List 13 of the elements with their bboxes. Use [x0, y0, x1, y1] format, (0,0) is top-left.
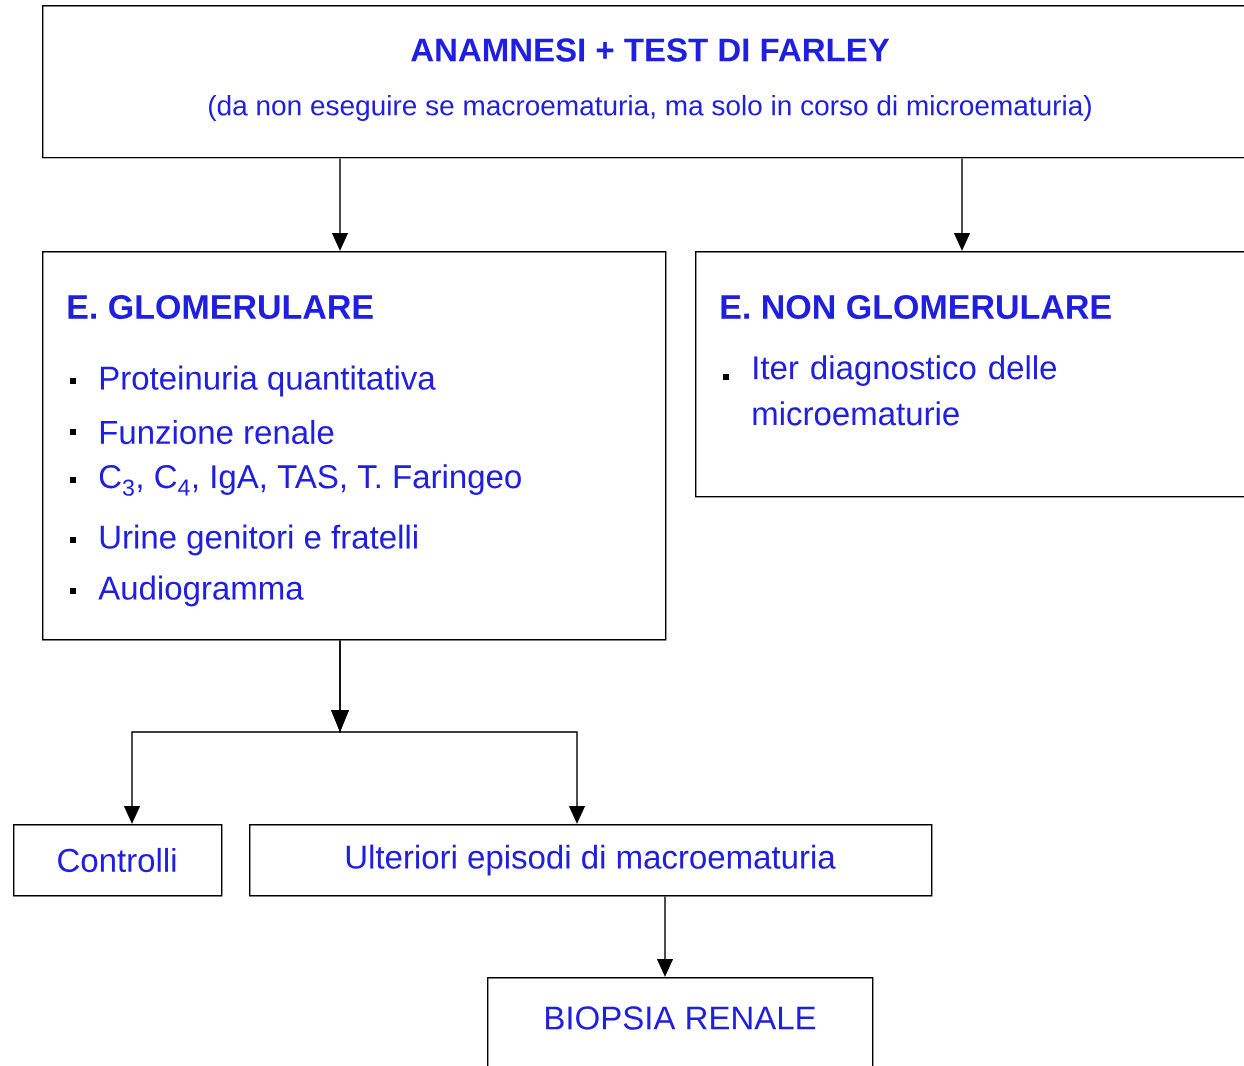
box-label: Controlli — [58, 847, 176, 873]
bullet-item: Urine genitori e fratelli — [100, 524, 417, 556]
box-heading: ANAMNESI + TEST DI FARLEY — [411, 38, 890, 62]
box-label: Ulteriori episodi di macroematuria — [346, 844, 836, 876]
box-heading: E. NON GLOMERULARE — [721, 294, 1111, 320]
bullet-item: C$_{3}$, C$_{4}$, IgA, TAS, T. Faringeo — [99, 464, 521, 496]
bullet-item: Funzione renale — [100, 419, 334, 445]
box-subtitle: (da non eseguire se macroematuria, ma solo in corso di microematuria) — [209, 94, 1091, 122]
bullet-item: Iter diagnostico delle microematurie — [753, 355, 1057, 426]
bullet-item: Proteinuria quantitativa — [100, 365, 436, 397]
box-heading: E. GLOMERULARE — [68, 294, 373, 320]
box-label: BIOPSIA RENALE — [546, 1006, 816, 1030]
bullet-item: Audiogramma — [98, 575, 304, 607]
